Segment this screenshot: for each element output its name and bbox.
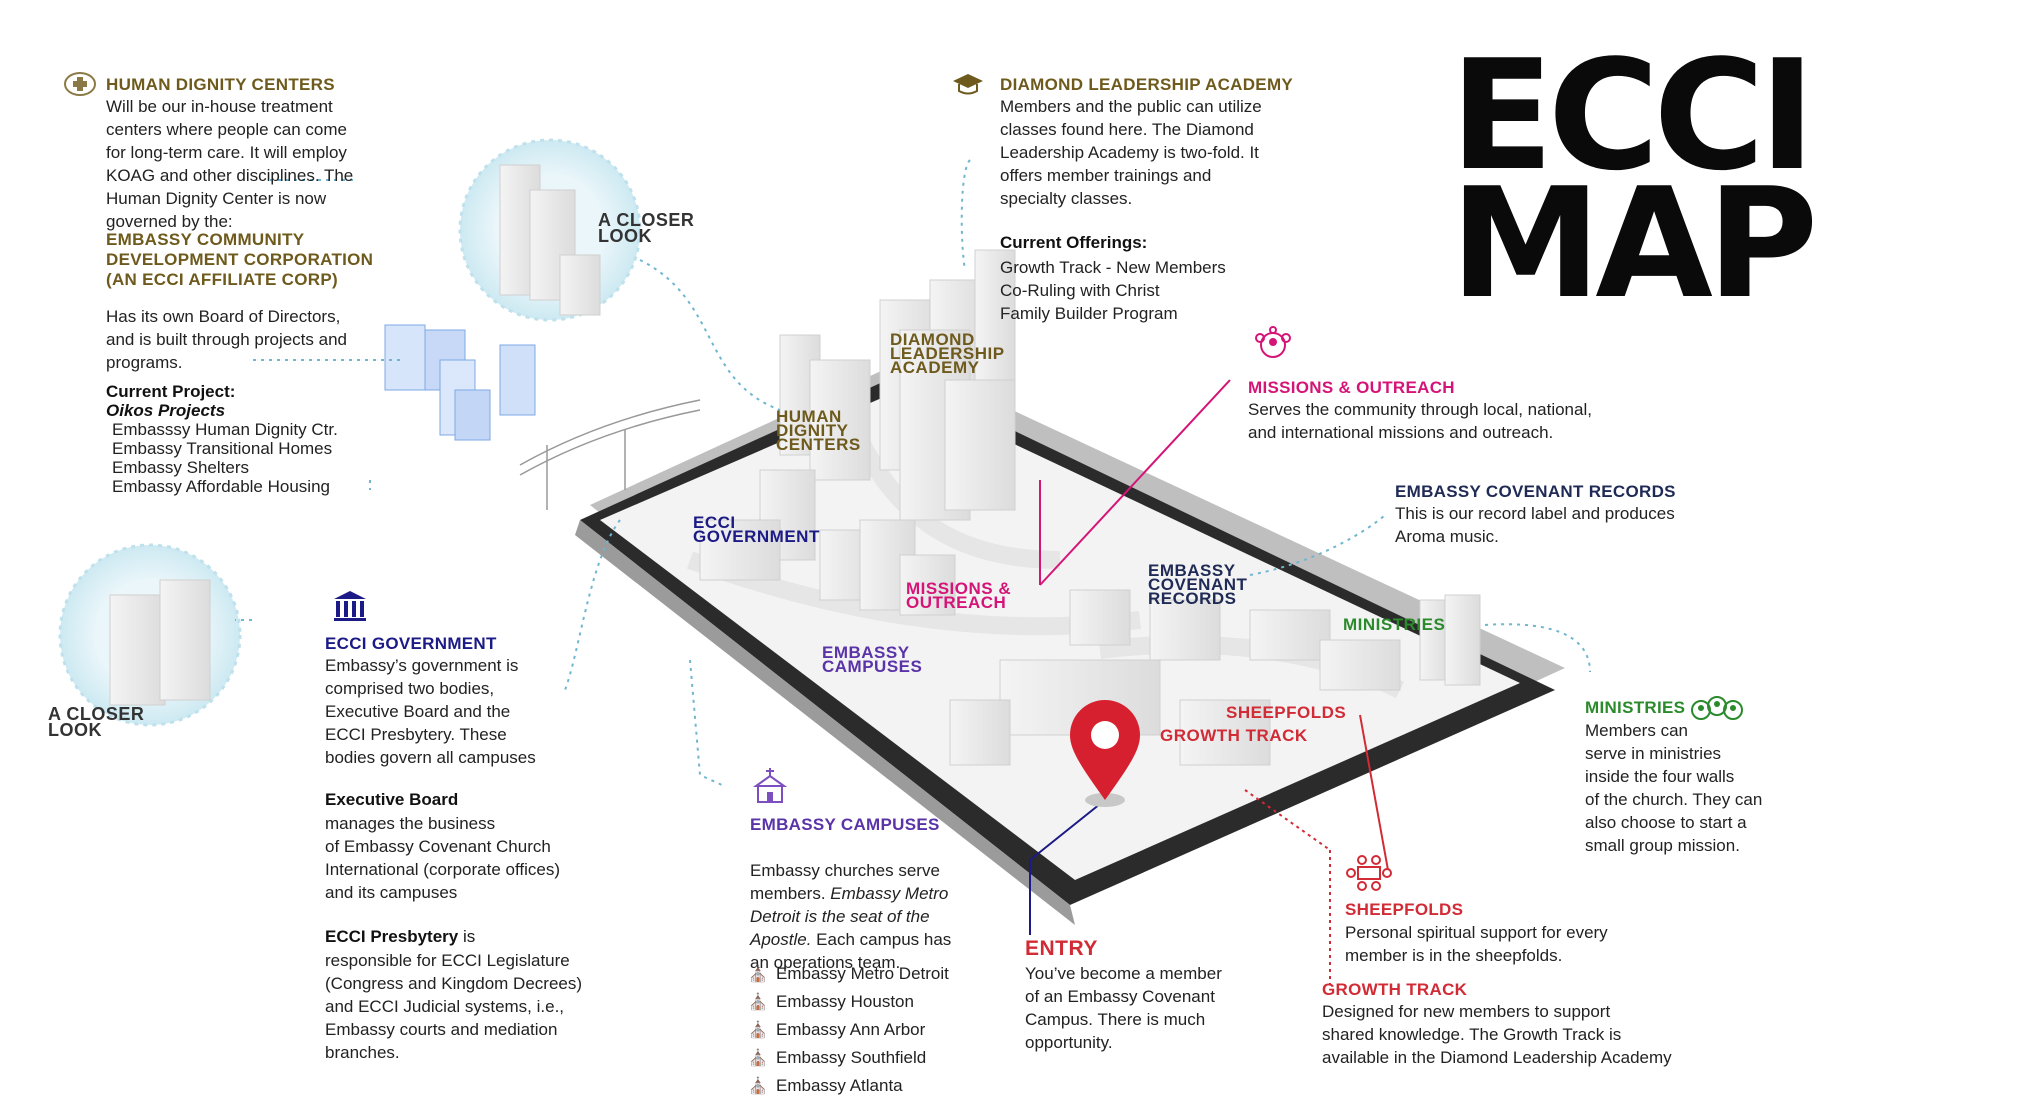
missions-body: Serves the community through local, nati… xyxy=(1248,400,1592,442)
government-body: Embassy’s government is comprised two bo… xyxy=(325,656,536,767)
campuses-body-1: Embassy churches serve members. xyxy=(750,861,940,903)
hospital-cross-icon xyxy=(62,70,98,98)
campuses-body-italic: Embassy Metro Detroit is the seat of the… xyxy=(750,884,949,949)
campus-name: Embassy Metro Detroit xyxy=(776,964,949,983)
church-small-icon: ⛪ xyxy=(748,994,768,1011)
church-small-icon: ⛪ xyxy=(748,966,768,983)
records-heading: EMBASSY COVENANT RECORDS xyxy=(1395,482,1676,501)
human-dignity-heading: HUMAN DIGNITY CENTERS xyxy=(106,75,335,94)
growth-heading: GROWTH TRACK xyxy=(1322,980,1468,999)
campuses-body: Embassy churches serve members. Embassy … xyxy=(750,836,970,974)
entry-pin xyxy=(1070,700,1140,807)
ministries-heading: MINISTRIES xyxy=(1585,698,1686,717)
campus-name: Embassy Ann Arbor xyxy=(776,1020,926,1039)
human-dignity-body: Will be our in-house treatment centers w… xyxy=(106,97,354,231)
growth-body: Designed for new members to support shar… xyxy=(1322,1002,1672,1067)
list-item: Co-Ruling with Christ xyxy=(1000,281,1160,300)
project-name: Oikos Projects xyxy=(106,401,226,420)
campus-list: ⛪Embassy Metro Detroit ⛪Embassy Houston … xyxy=(748,960,949,1100)
connectors xyxy=(235,159,1591,786)
graduation-cap-icon xyxy=(950,70,986,98)
map-label-human-dignity[interactable]: HUMAN DIGNITY CENTERS xyxy=(776,407,861,454)
campus-name: Embassy Houston xyxy=(776,992,914,1011)
closer-look-label-left: A CLOSER LOOK xyxy=(48,704,145,740)
records-body: This is our record label and produces Ar… xyxy=(1395,504,1675,546)
outreach-people-icon xyxy=(1250,325,1296,365)
map-buildings xyxy=(699,249,1481,766)
campus-item[interactable]: ⛪ Embassy Ann Arbor xyxy=(748,1016,949,1044)
exec-board-label: Executive Board xyxy=(325,790,459,809)
campus-item[interactable]: ⛪ Embassy Southfield xyxy=(748,1044,949,1072)
map-label-records[interactable]: EMBASSY COVENANT RECORDS xyxy=(1148,561,1248,608)
blue-towers xyxy=(384,324,536,441)
page-title: ECCI MAP xyxy=(1450,27,1818,332)
list-item: Embassy Affordable Housing xyxy=(112,477,330,496)
sheepfolds-heading: SHEEPFOLDS xyxy=(1345,900,1464,919)
campus-item[interactable]: ⛪ Embassy Houston xyxy=(748,988,949,1016)
entry-heading: ENTRY xyxy=(1025,937,1098,960)
sheepfold-connector xyxy=(1359,714,1389,871)
campus-name: Embassy Southfield xyxy=(776,1048,927,1067)
closer-look-label-top: A CLOSER LOOK xyxy=(598,210,695,246)
corp-body: Has its own Board of Directors, and is b… xyxy=(106,307,347,372)
campus-item[interactable]: ⛪ Embassy Metro Detroit xyxy=(748,960,949,988)
offerings-list: Growth Track - New Members Co-Ruling wit… xyxy=(1000,256,1226,325)
map-label-ministries[interactable]: MINISTRIES xyxy=(1343,615,1446,634)
map-label-growth-track[interactable]: GROWTH TRACK xyxy=(1160,726,1308,745)
list-item: Embasssy Human Dignity Ctr. xyxy=(112,420,338,439)
map-label-sheepfolds[interactable]: SHEEPFOLDS xyxy=(1226,703,1347,722)
list-item: Family Builder Program xyxy=(1000,304,1178,323)
entry-body: You’ve become a member of an Embassy Cov… xyxy=(1025,964,1222,1052)
ministries-body: Members can serve in ministries inside t… xyxy=(1585,721,1763,855)
growth-connector xyxy=(1244,789,1331,851)
campuses-body-2: Each campus has an operations team. xyxy=(750,930,952,972)
corp-heading: EMBASSY COMMUNITY DEVELOPMENT CORPORATIO… xyxy=(106,230,374,289)
church-small-icon: ⛪ xyxy=(748,1078,768,1095)
presbytery-line: ECCI Presbytery is xyxy=(325,927,475,947)
missions-heading: MISSIONS & OUTREACH xyxy=(1248,378,1455,397)
list-item: Embassy Transitional Homes xyxy=(112,439,333,458)
campuses-heading: EMBASSY CAMPUSES xyxy=(750,815,940,834)
offerings-label: Current Offerings: xyxy=(1000,233,1148,252)
government-heading: ECCI GOVERNMENT xyxy=(325,634,497,653)
campus-item[interactable]: ⛪ Embassy Atlanta xyxy=(748,1072,949,1100)
power-lines xyxy=(519,399,701,510)
campus-name: Embassy Atlanta xyxy=(776,1076,903,1095)
church-small-icon: ⛪ xyxy=(748,1022,768,1039)
diamond-heading: DIAMOND LEADERSHIP ACADEMY xyxy=(1000,75,1294,94)
diamond-body: Members and the public can utilize class… xyxy=(1000,97,1262,208)
map-label-diamond[interactable]: DIAMOND LEADERSHIP ACADEMY xyxy=(890,330,1005,377)
map-label-government[interactable]: ECCI GOVERNMENT xyxy=(693,513,820,546)
sheepfold-table-icon xyxy=(1345,852,1393,892)
project-list: Embasssy Human Dignity Ctr. Embassy Tran… xyxy=(112,420,338,496)
entry-connector xyxy=(1029,799,1106,861)
map-label-missions[interactable]: MISSIONS & OUTREACH xyxy=(906,579,1012,612)
church-small-icon: ⛪ xyxy=(748,1050,768,1067)
government-building-icon xyxy=(330,588,370,624)
exec-board-body: manages the business of Embassy Covenant… xyxy=(325,814,560,902)
project-label: Current Project: xyxy=(106,382,236,401)
ministries-people-icon xyxy=(1690,693,1744,723)
presbytery-label: ECCI Presbytery xyxy=(325,927,459,946)
map-label-campuses[interactable]: EMBASSY CAMPUSES xyxy=(822,643,923,676)
sheepfolds-body: Personal spiritual support for every mem… xyxy=(1345,923,1608,965)
presbytery-body: responsible for ECCI Legislature (Congre… xyxy=(325,951,583,1062)
church-icon xyxy=(750,765,790,807)
list-item: Embassy Shelters xyxy=(112,458,249,477)
presbytery-tail: is xyxy=(458,927,476,946)
list-item: Growth Track - New Members xyxy=(1000,258,1226,277)
